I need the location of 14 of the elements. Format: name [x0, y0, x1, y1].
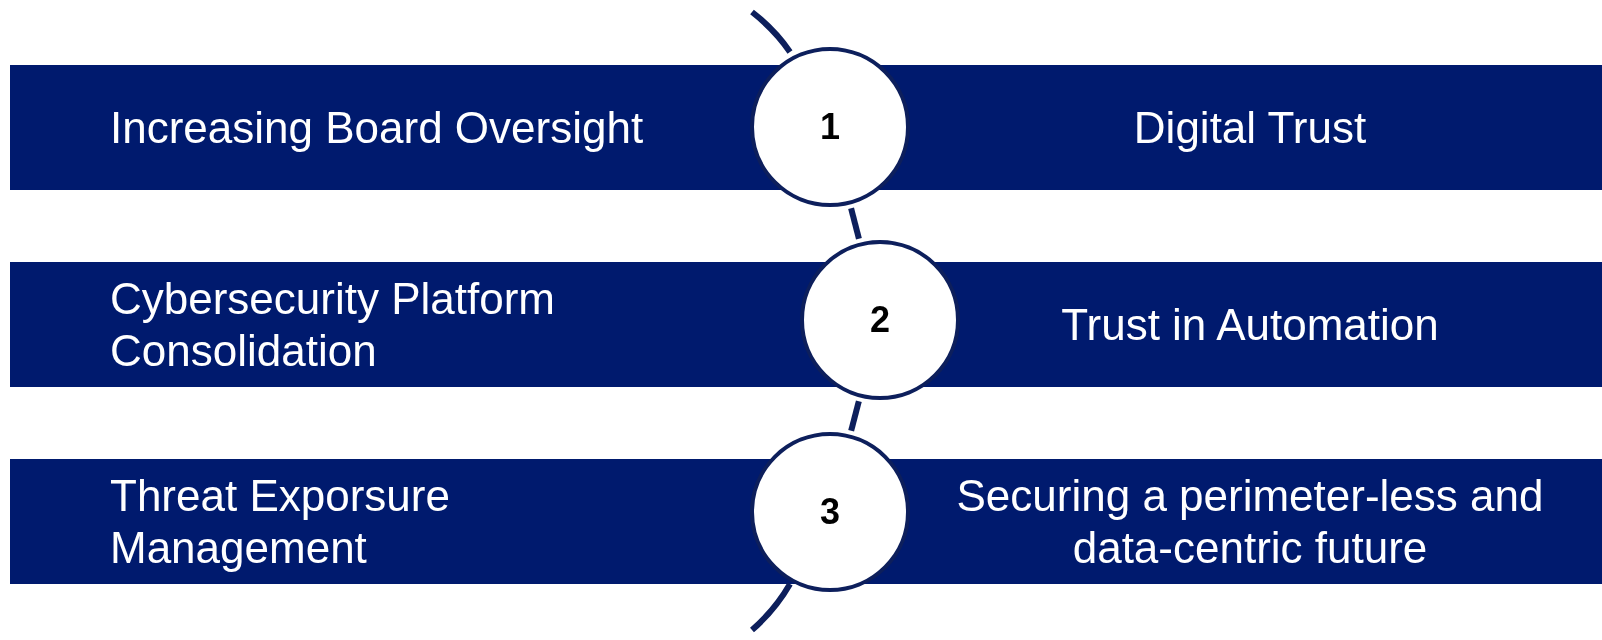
step-number: 2 [870, 299, 890, 341]
band-text: Digital Trust [1133, 101, 1367, 154]
banner-band [10, 262, 1602, 387]
band-text: Cybersecurity Platform Consolidation [110, 272, 556, 377]
band-text: Securing a perimeter-less and data-centric future [955, 469, 1545, 574]
step-number: 3 [820, 491, 840, 533]
banner-band [10, 459, 1602, 584]
band-text: Increasing Board Oversight [110, 101, 644, 154]
band-text: Threat Exporsure Management [110, 469, 451, 574]
connector-line [848, 400, 862, 432]
banner-band [10, 65, 1602, 190]
step-number: 1 [820, 106, 840, 148]
band-text: Trust in Automation [1061, 298, 1439, 351]
connector-line [848, 207, 862, 240]
